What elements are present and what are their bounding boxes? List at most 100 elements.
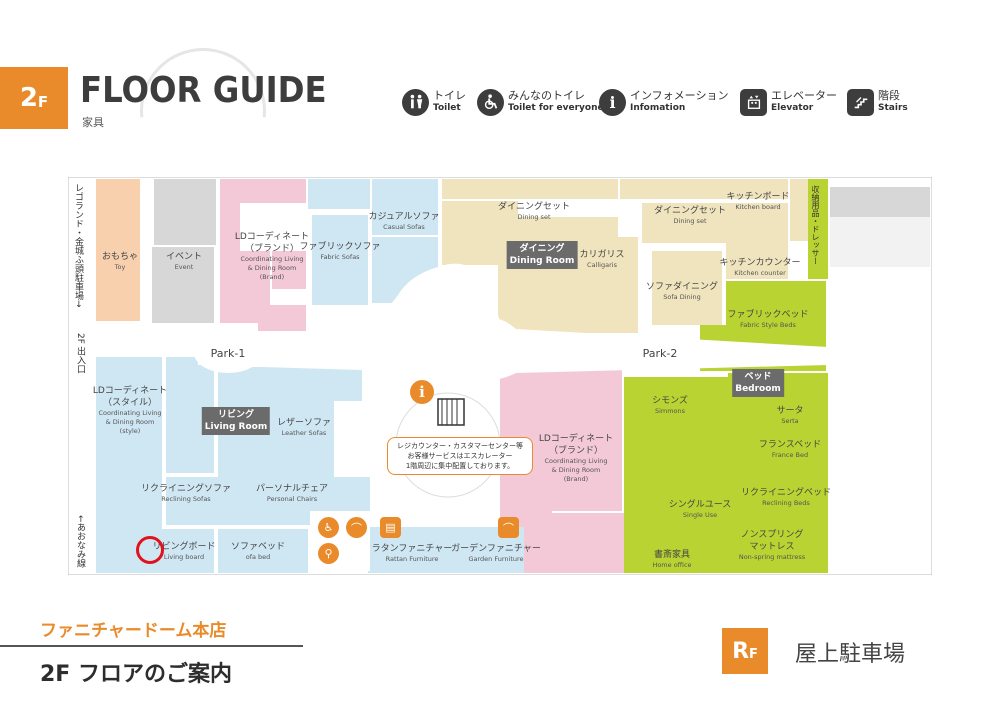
area-pink-bottom bbox=[258, 305, 306, 331]
side-label-legoland: レゴランド・金城ふ頭駐車場→ bbox=[73, 183, 83, 308]
area-storage bbox=[808, 179, 828, 279]
information-icon: i bbox=[599, 88, 626, 116]
area-simmons bbox=[624, 377, 748, 573]
area-sofa-bed bbox=[218, 529, 308, 573]
area-kitchen-counter bbox=[726, 243, 788, 279]
service-notice-text: レジカウンター・カスタマーセンター等 お客様サービスはエスカレーター 1階周辺に… bbox=[397, 442, 523, 470]
legend-elevator-en: Elevator bbox=[771, 103, 814, 113]
label-ld-brand: LDコーディネート （ブランド）Coordinating Living & Di… bbox=[234, 232, 310, 281]
decorative-arc bbox=[140, 48, 266, 118]
information-icon: i bbox=[410, 380, 434, 404]
area-sofa-dining bbox=[652, 251, 722, 325]
legend-information-jp: インフォメーション bbox=[630, 89, 729, 102]
area-dining-top bbox=[442, 179, 618, 199]
stairs-icon: ⌒ bbox=[346, 517, 367, 538]
park2-plaza bbox=[618, 331, 702, 375]
legend-toilet-jp: トイレ bbox=[433, 89, 466, 102]
area-dining2-left bbox=[598, 237, 638, 333]
rooftop-suffix: F bbox=[749, 646, 758, 662]
park-1-label: Park-1 bbox=[210, 347, 246, 360]
legend-toilet-en: Toilet bbox=[433, 103, 461, 113]
floor-map-graphic bbox=[68, 177, 932, 575]
service-notice: レジカウンター・カスタマーセンター等 お客様サービスはエスカレーター 1階周辺に… bbox=[387, 437, 533, 475]
legend-stairs-en: Stairs bbox=[878, 103, 908, 113]
elevator-icon: ▤ bbox=[380, 517, 401, 538]
area-fabric-top bbox=[308, 179, 370, 209]
escalator-stairs bbox=[437, 398, 465, 426]
park-2-label: Park-2 bbox=[642, 347, 678, 360]
area-dresser-gray bbox=[830, 187, 930, 217]
legend-accessible-jp: みんなのトイレ bbox=[508, 89, 585, 102]
label-ld-style: LDコーディネート （スタイル）Coordinating Living & Di… bbox=[92, 386, 168, 435]
area-dining2 bbox=[642, 203, 788, 243]
side-label-storage: 収納用品・ドレッサー bbox=[811, 185, 820, 265]
floor-suffix: F bbox=[37, 93, 49, 111]
footer-divider bbox=[0, 645, 303, 647]
area-dresser-light bbox=[830, 217, 930, 267]
area-event-top bbox=[154, 179, 216, 245]
legend-elevator-jp: エレベーター bbox=[771, 89, 837, 102]
accessible-toilet-icon bbox=[477, 88, 504, 116]
escalator-steps bbox=[441, 399, 458, 425]
atrium bbox=[358, 263, 502, 331]
accessible-toilet-icon: ♿ bbox=[318, 517, 339, 538]
page-subtitle: 家具 bbox=[82, 116, 104, 129]
area-pink-right bbox=[272, 251, 306, 289]
side-label-aonami: ←あおなみ線 bbox=[75, 515, 85, 568]
floor-name: 2F フロアのご案内 bbox=[40, 662, 232, 687]
area-toy bbox=[96, 179, 140, 321]
toilet-icon bbox=[402, 88, 429, 116]
rooftop-letter: R bbox=[732, 638, 750, 664]
area-pink-top bbox=[220, 179, 306, 203]
side-label-entrance: 2F 出入口 bbox=[75, 333, 85, 374]
area-casual bbox=[372, 179, 438, 235]
area-fabric bbox=[312, 215, 368, 305]
legend-accessible-en: Toilet for everyone bbox=[508, 103, 604, 113]
stairs-icon: ⌒ bbox=[498, 517, 519, 538]
area-ld2-bottom bbox=[524, 513, 624, 573]
label-ld-brand-2: LDコーディネート （ブランド）Coordinating Living & Di… bbox=[538, 434, 614, 483]
store-name: ファニチャードーム本店 bbox=[40, 621, 227, 641]
area-dining2-top bbox=[620, 179, 788, 199]
stairs-icon bbox=[847, 88, 874, 116]
elevator-icon bbox=[740, 88, 767, 116]
rooftop-parking-label[interactable]: 屋上駐車場 bbox=[795, 642, 906, 667]
legend-stairs-jp: 階段 bbox=[878, 89, 900, 102]
current-location-marker bbox=[136, 536, 164, 564]
area-ld2 bbox=[552, 361, 622, 511]
